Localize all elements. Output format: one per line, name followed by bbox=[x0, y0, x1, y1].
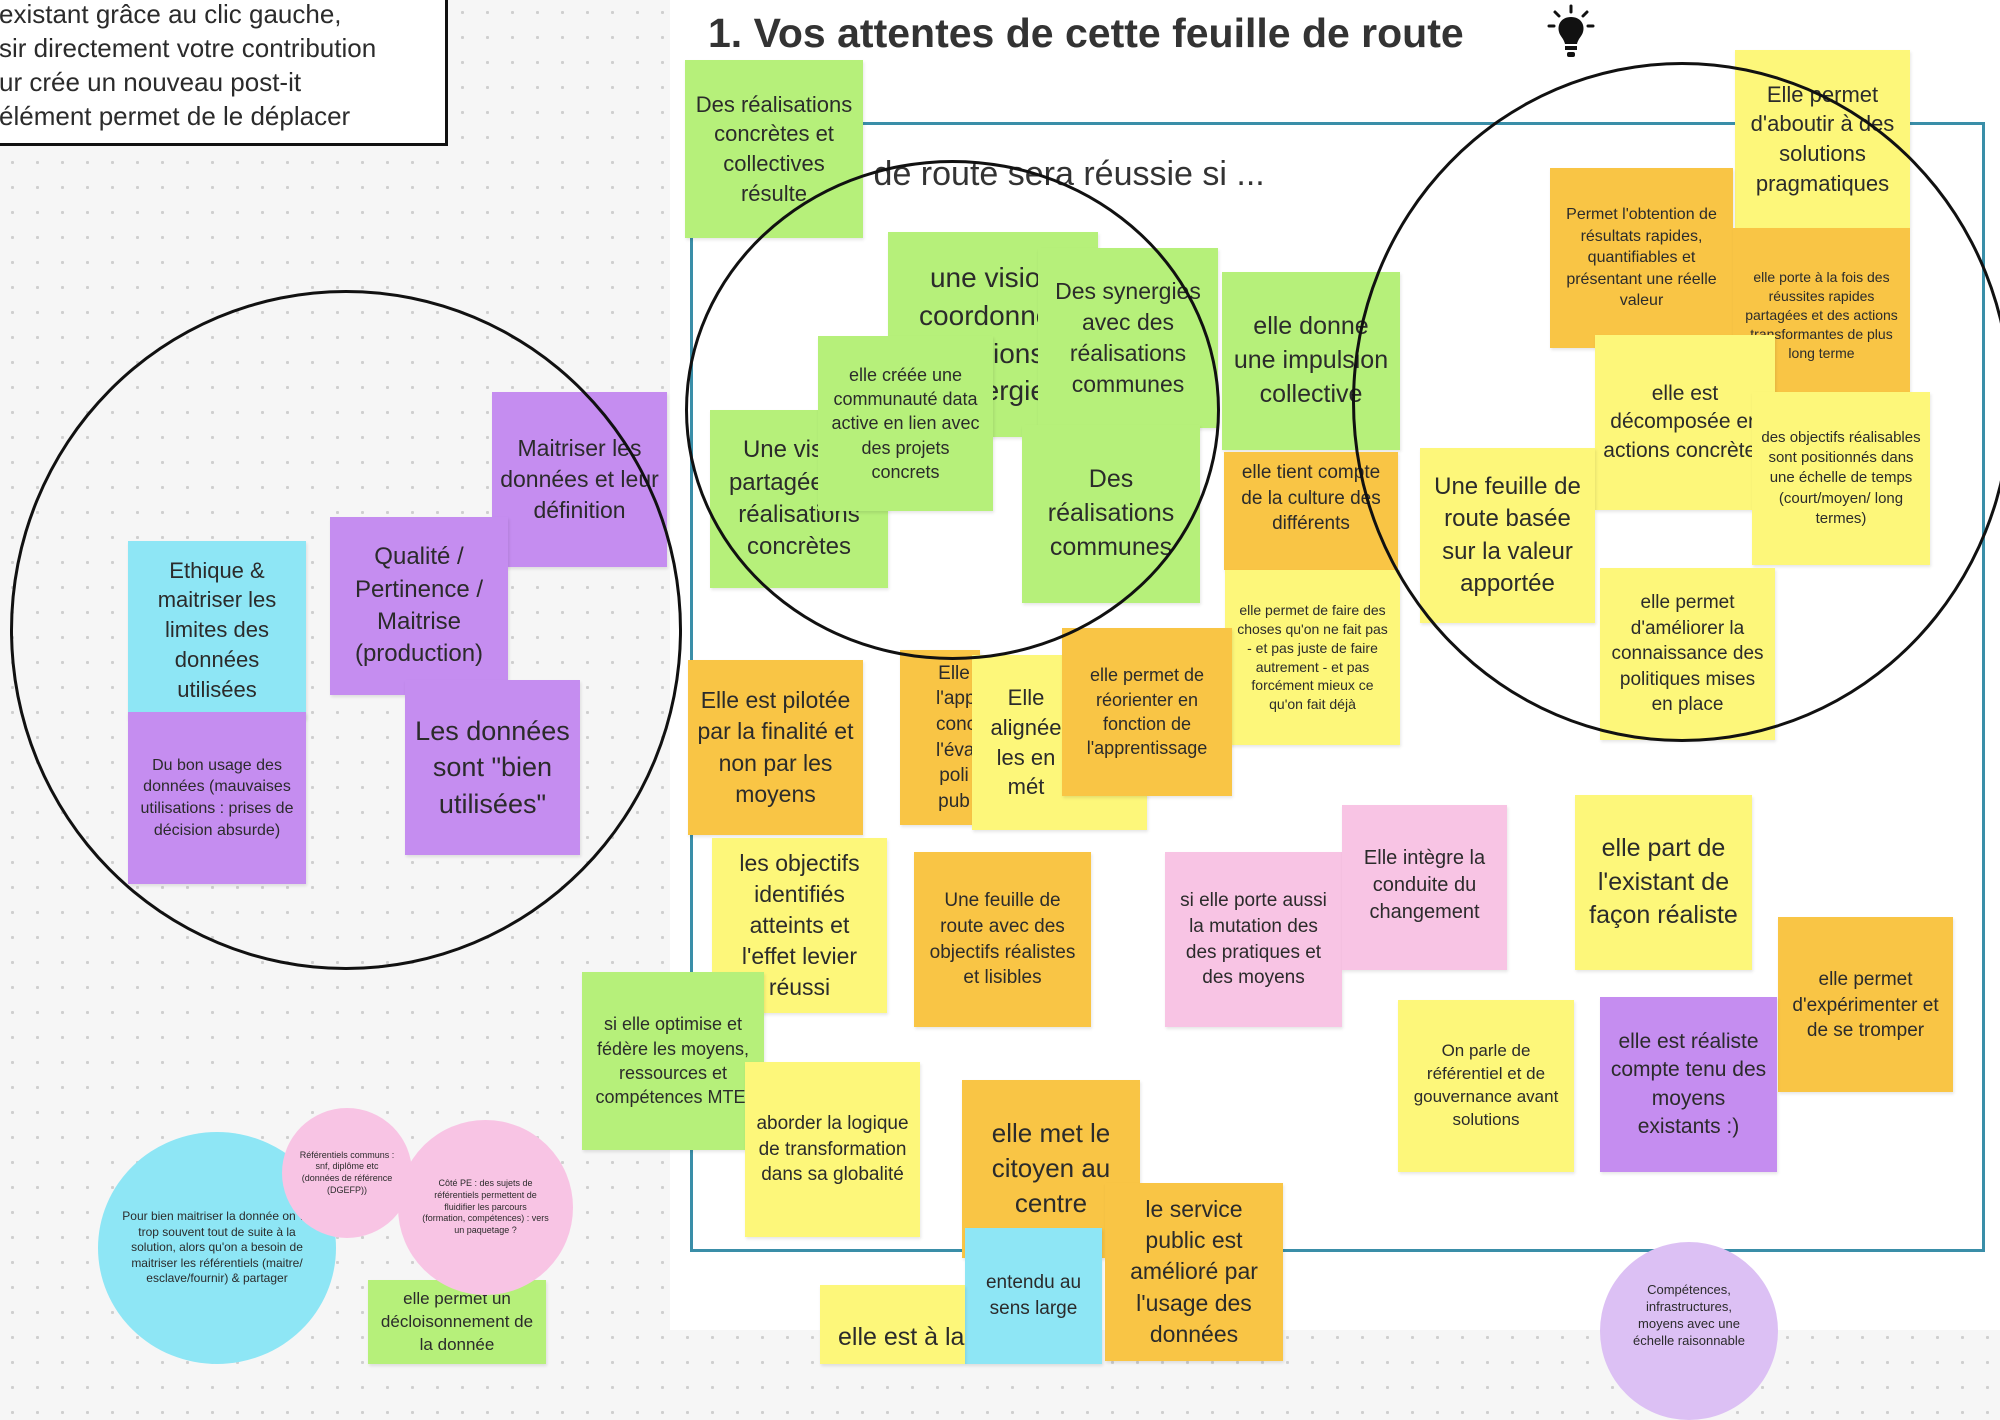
sticky-note[interactable]: elle permet de faire des choses qu'on ne… bbox=[1225, 570, 1400, 745]
sticky-note[interactable]: elle est réaliste compte tenu des moyens… bbox=[1600, 997, 1777, 1172]
instructions-line: élément permet de le déplacer bbox=[0, 101, 351, 131]
sticky-note[interactable]: elle permet d'expérimenter et de se trom… bbox=[1778, 917, 1953, 1092]
instructions-line: sir directement votre contribution bbox=[0, 33, 377, 63]
sticky-note[interactable]: elle part de l'existant de façon réalist… bbox=[1575, 795, 1752, 970]
sticky-note[interactable]: Elle l'app conc l'évalu poli pub bbox=[900, 650, 980, 825]
sticky-note[interactable]: Elle est pilotée par la finalité et non … bbox=[688, 660, 863, 835]
lightbulb-icon bbox=[1545, 4, 1597, 60]
sticky-note[interactable]: entendu au sens large bbox=[965, 1228, 1102, 1364]
round-note[interactable]: Compétences, infrastructures, moyens ave… bbox=[1600, 1242, 1778, 1420]
sticky-note[interactable]: si elle optimise et fédère les moyens, r… bbox=[582, 972, 764, 1150]
sticky-note[interactable]: le service public est amélioré par l'usa… bbox=[1105, 1183, 1283, 1361]
sticky-note[interactable]: Elle intègre la conduite du changement bbox=[1342, 805, 1507, 970]
sticky-note[interactable]: elle est à la bbox=[820, 1285, 965, 1364]
sticky-note[interactable]: aborder la logique de transformation dan… bbox=[745, 1062, 920, 1237]
sticky-note[interactable]: Une feuille de route avec des objectifs … bbox=[914, 852, 1091, 1027]
round-note[interactable]: Référentiels communs : snf, diplôme etc … bbox=[282, 1108, 412, 1238]
drawn-circle[interactable] bbox=[1352, 62, 2000, 742]
sticky-note[interactable]: si elle porte aussi la mutation des des … bbox=[1165, 852, 1342, 1027]
instructions-line: ur crée un nouveau post-it bbox=[0, 67, 302, 97]
drawn-circle[interactable] bbox=[10, 290, 682, 970]
instructions-line: existant grâce au clic gauche, bbox=[0, 0, 342, 29]
sticky-note[interactable]: les objectifs identifiés atteints et l'e… bbox=[712, 838, 887, 1013]
sticky-note[interactable]: elle permet de réorienter en fonction de… bbox=[1062, 628, 1232, 796]
page-title: 1. Vos attentes de cette feuille de rout… bbox=[708, 10, 1464, 56]
sticky-note[interactable]: On parle de référentiel et de gouvernanc… bbox=[1398, 1000, 1574, 1172]
sticky-note[interactable]: elle permet un décloisonnement de la don… bbox=[368, 1280, 546, 1364]
round-note[interactable]: Côté PE : des sujets de référentiels per… bbox=[398, 1120, 573, 1295]
drawn-circle[interactable] bbox=[685, 160, 1220, 660]
instructions-box: existant grâce au clic gauche, sir direct… bbox=[0, 0, 448, 146]
